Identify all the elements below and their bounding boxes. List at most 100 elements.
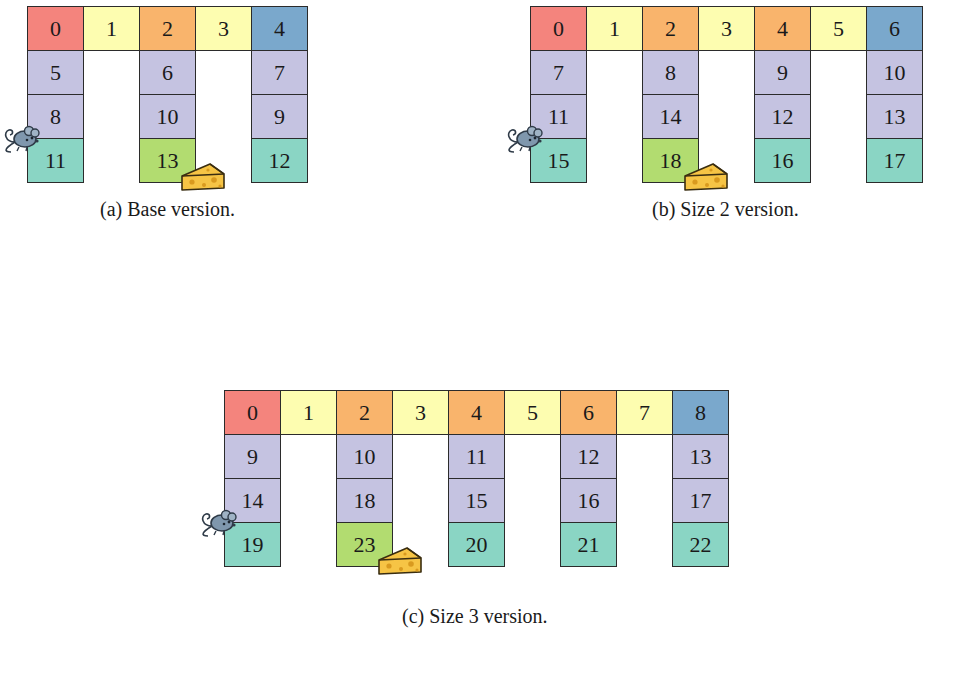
maze-cell: 3 xyxy=(698,6,755,51)
cell-number: 7 xyxy=(553,62,564,84)
cell-number: 3 xyxy=(415,402,426,424)
cell-number: 12 xyxy=(578,446,600,468)
cell-number: 0 xyxy=(247,402,258,424)
maze-cell: 12 xyxy=(754,94,811,139)
maze-cell: 18 xyxy=(336,478,393,523)
maze-cell: 9 xyxy=(251,94,308,139)
maze-cell: 15 xyxy=(448,478,505,523)
maze-cell: 18 xyxy=(642,138,699,183)
cell-number: 10 xyxy=(884,62,906,84)
cell-number: 9 xyxy=(777,62,788,84)
maze-cell: 2 xyxy=(642,6,699,51)
subfigure-caption: (b) Size 2 version. xyxy=(652,198,799,221)
cell-number: 0 xyxy=(50,18,61,40)
maze-cell: 2 xyxy=(139,6,196,51)
maze-cell: 13 xyxy=(139,138,196,183)
cell-number: 1 xyxy=(106,18,117,40)
cell-number: 1 xyxy=(609,18,620,40)
cell-number: 5 xyxy=(50,62,61,84)
cell-number: 8 xyxy=(50,106,61,128)
maze-cell: 19 xyxy=(224,522,281,567)
cell-number: 3 xyxy=(721,18,732,40)
cell-number: 20 xyxy=(466,534,488,556)
cell-number: 23 xyxy=(354,534,376,556)
cell-number: 11 xyxy=(45,150,66,172)
cell-number: 18 xyxy=(354,490,376,512)
cell-number: 9 xyxy=(274,106,285,128)
maze-cell: 5 xyxy=(504,390,561,435)
cell-number: 19 xyxy=(242,534,264,556)
cell-number: 6 xyxy=(162,62,173,84)
maze-cell: 9 xyxy=(754,50,811,95)
cell-number: 12 xyxy=(772,106,794,128)
maze-cell: 11 xyxy=(448,434,505,479)
maze-cell: 0 xyxy=(224,390,281,435)
cell-number: 7 xyxy=(639,402,650,424)
subfigure-caption: (c) Size 3 version. xyxy=(402,605,548,628)
cell-number: 2 xyxy=(359,402,370,424)
cell-number: 14 xyxy=(242,490,264,512)
maze-cell: 7 xyxy=(530,50,587,95)
maze-cell: 10 xyxy=(336,434,393,479)
maze-cell: 6 xyxy=(560,390,617,435)
cell-number: 15 xyxy=(466,490,488,512)
maze-cell: 20 xyxy=(448,522,505,567)
maze-cell: 5 xyxy=(810,6,867,51)
cell-number: 4 xyxy=(274,18,285,40)
cell-number: 7 xyxy=(274,62,285,84)
maze-cell: 1 xyxy=(280,390,337,435)
maze-cell: 13 xyxy=(672,434,729,479)
cell-number: 0 xyxy=(553,18,564,40)
maze-cell: 7 xyxy=(251,50,308,95)
cell-number: 6 xyxy=(889,18,900,40)
maze-cell: 21 xyxy=(560,522,617,567)
maze-cell: 1 xyxy=(586,6,643,51)
maze-cell: 11 xyxy=(27,138,84,183)
maze-cell: 13 xyxy=(866,94,923,139)
cell-number: 2 xyxy=(162,18,173,40)
maze-cell: 4 xyxy=(448,390,505,435)
maze-cell: 14 xyxy=(642,94,699,139)
cell-number: 13 xyxy=(157,150,179,172)
maze-cell: 4 xyxy=(754,6,811,51)
maze-cell: 6 xyxy=(866,6,923,51)
maze-cell: 1 xyxy=(83,6,140,51)
cell-number: 16 xyxy=(578,490,600,512)
cell-number: 10 xyxy=(354,446,376,468)
cell-number: 17 xyxy=(690,490,712,512)
maze-cell: 4 xyxy=(251,6,308,51)
cell-number: 8 xyxy=(665,62,676,84)
cell-number: 12 xyxy=(269,150,291,172)
maze-cell: 8 xyxy=(27,94,84,139)
maze-cell: 7 xyxy=(616,390,673,435)
maze-cell: 8 xyxy=(642,50,699,95)
maze-cell: 23 xyxy=(336,522,393,567)
cell-number: 6 xyxy=(583,402,594,424)
cell-number: 14 xyxy=(660,106,682,128)
maze-cell: 2 xyxy=(336,390,393,435)
cell-number: 3 xyxy=(218,18,229,40)
cell-number: 17 xyxy=(884,150,906,172)
cell-number: 9 xyxy=(247,446,258,468)
maze-cell: 11 xyxy=(530,94,587,139)
cell-number: 10 xyxy=(157,106,179,128)
cell-number: 4 xyxy=(777,18,788,40)
cell-number: 21 xyxy=(578,534,600,556)
maze-cell: 15 xyxy=(530,138,587,183)
subfigure-caption: (a) Base version. xyxy=(100,198,235,221)
cell-number: 13 xyxy=(884,106,906,128)
maze-cell: 16 xyxy=(560,478,617,523)
maze-cell: 10 xyxy=(139,94,196,139)
cell-number: 18 xyxy=(660,150,682,172)
cell-number: 16 xyxy=(772,150,794,172)
maze-cell: 8 xyxy=(672,390,729,435)
maze-cell: 0 xyxy=(27,6,84,51)
maze-cell: 17 xyxy=(672,478,729,523)
cell-number: 4 xyxy=(471,402,482,424)
cell-number: 22 xyxy=(690,534,712,556)
maze-cell: 5 xyxy=(27,50,84,95)
maze-cell: 3 xyxy=(195,6,252,51)
cell-number: 5 xyxy=(833,18,844,40)
cell-number: 15 xyxy=(548,150,570,172)
